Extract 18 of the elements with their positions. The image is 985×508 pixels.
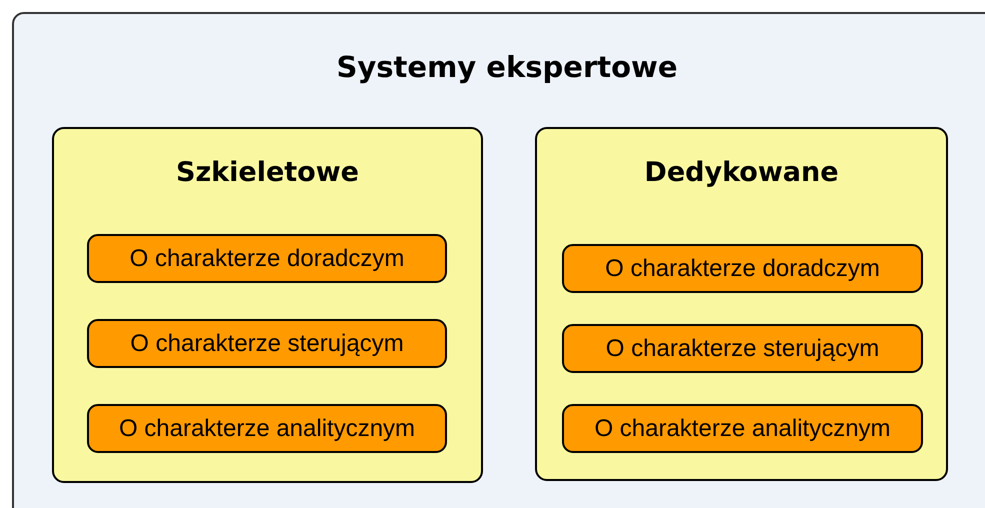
category-panel [535,127,948,481]
item-label: O charakterze sterującym [130,330,404,358]
item-label: O charakterze sterującym [606,334,880,362]
item-label: O charakterze doradczym [130,244,404,272]
item-box [562,244,923,293]
heading: Dedykowane [643,157,840,188]
heading: Szkieletowe [175,157,360,188]
item-box [87,234,447,283]
heading: Systemy ekspertowe [336,50,678,84]
item-box [87,404,447,453]
item-box [562,404,923,453]
item-box [87,319,447,368]
item-label: O charakterze doradczym [605,254,880,282]
category-panel [52,127,483,483]
item-box [562,324,923,373]
group-panel [12,12,985,508]
item-label: O charakterze analitycznym [118,414,416,442]
item-label: O charakterze analitycznym [594,414,891,442]
